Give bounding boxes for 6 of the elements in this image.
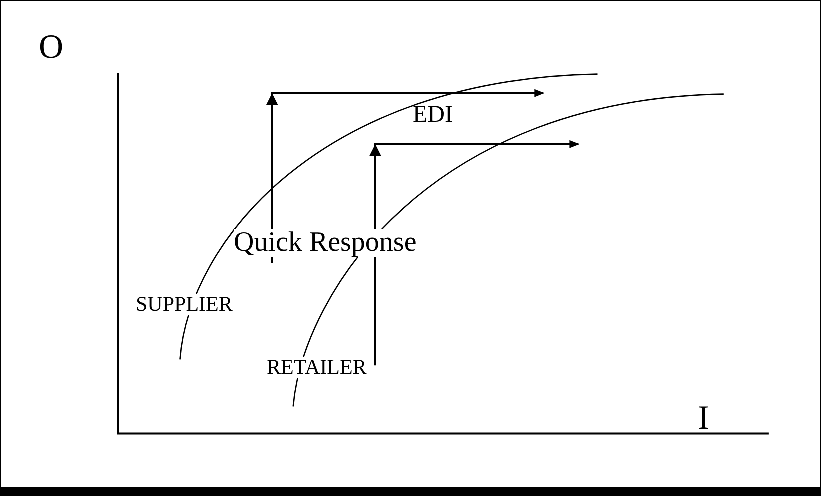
curve-label: SUPPLIER [136,294,233,315]
edi-label: EDI [413,103,453,127]
axis-label: I [698,402,710,436]
axis-label: O [39,31,64,65]
curve-label: RETAILER [267,357,367,378]
curve-label: Quick Response [234,229,417,257]
